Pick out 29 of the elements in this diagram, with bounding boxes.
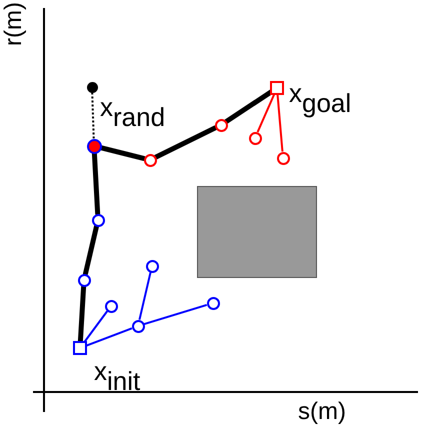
path-line [92, 151, 100, 216]
tree-edge [256, 94, 276, 132]
tree-node-circle [214, 118, 228, 132]
tree-node-circle [276, 152, 290, 164]
tree-node-circle [144, 154, 156, 166]
tree-node-circle [248, 132, 262, 144]
tree-node-circle [132, 320, 144, 332]
tree-edge [83, 310, 108, 343]
tree-node-circle [146, 260, 158, 272]
tree-node-circle [92, 214, 104, 226]
tree-node-circle [206, 296, 220, 310]
path-line [153, 125, 218, 160]
tree-edge [86, 327, 132, 346]
path-line [98, 145, 146, 161]
tree-edge [276, 94, 284, 152]
dotted-line [91, 92, 95, 139]
tree-edge [144, 304, 208, 326]
tree-node-circle [86, 138, 102, 154]
tree-node-circle [104, 300, 118, 312]
tree-node-circle [78, 274, 90, 286]
obstacle-block [197, 186, 317, 278]
tree-edge [138, 272, 152, 320]
path-line [78, 284, 86, 344]
axis-label: s(m) [298, 400, 346, 424]
axis-label: r(m) [2, 2, 26, 46]
path-line [82, 224, 100, 276]
tree-root-square [270, 81, 284, 95]
tree-root-square [73, 341, 87, 355]
tree-node-circle [86, 82, 98, 92]
